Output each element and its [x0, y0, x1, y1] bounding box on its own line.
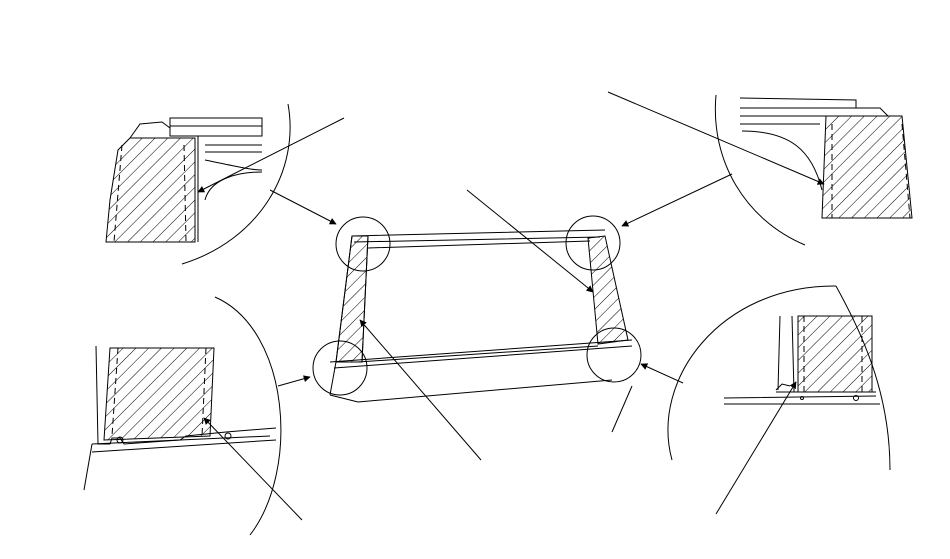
arrow-detail-bottom-right [640, 363, 684, 384]
detail-boundary-arc [181, 103, 291, 265]
detail-bottom-right [667, 285, 891, 515]
bottom-rail [329, 339, 633, 369]
detail-top-right [607, 91, 913, 246]
main-frame-assembly [269, 173, 733, 461]
callout-circle-bottom-left [312, 340, 368, 396]
leader-line-tl [197, 117, 345, 193]
leader-line-br [715, 381, 797, 515]
callout-circle-top-right [565, 215, 621, 271]
detail-bottom-left [83, 296, 303, 536]
detail-boundary-arc [714, 94, 806, 246]
arrow-detail-top-left [269, 189, 337, 225]
detail-boundary-arc [214, 296, 282, 536]
top-rail [351, 229, 606, 249]
leader-line-center-bottom [359, 319, 482, 461]
leader-line-tr [607, 91, 825, 185]
right-post-section [587, 235, 629, 345]
leader-line-right-bottom [611, 385, 633, 433]
leader-line-center-top [466, 189, 594, 293]
arrow-detail-bottom-left [277, 375, 311, 387]
detail-top-left [105, 103, 345, 265]
leader-line-bl [203, 417, 303, 521]
callout-circle-top-left [335, 216, 391, 272]
arrow-detail-top-right [621, 173, 733, 227]
callout-circle-bottom-right [586, 327, 642, 383]
base-plate-edge [329, 379, 613, 403]
